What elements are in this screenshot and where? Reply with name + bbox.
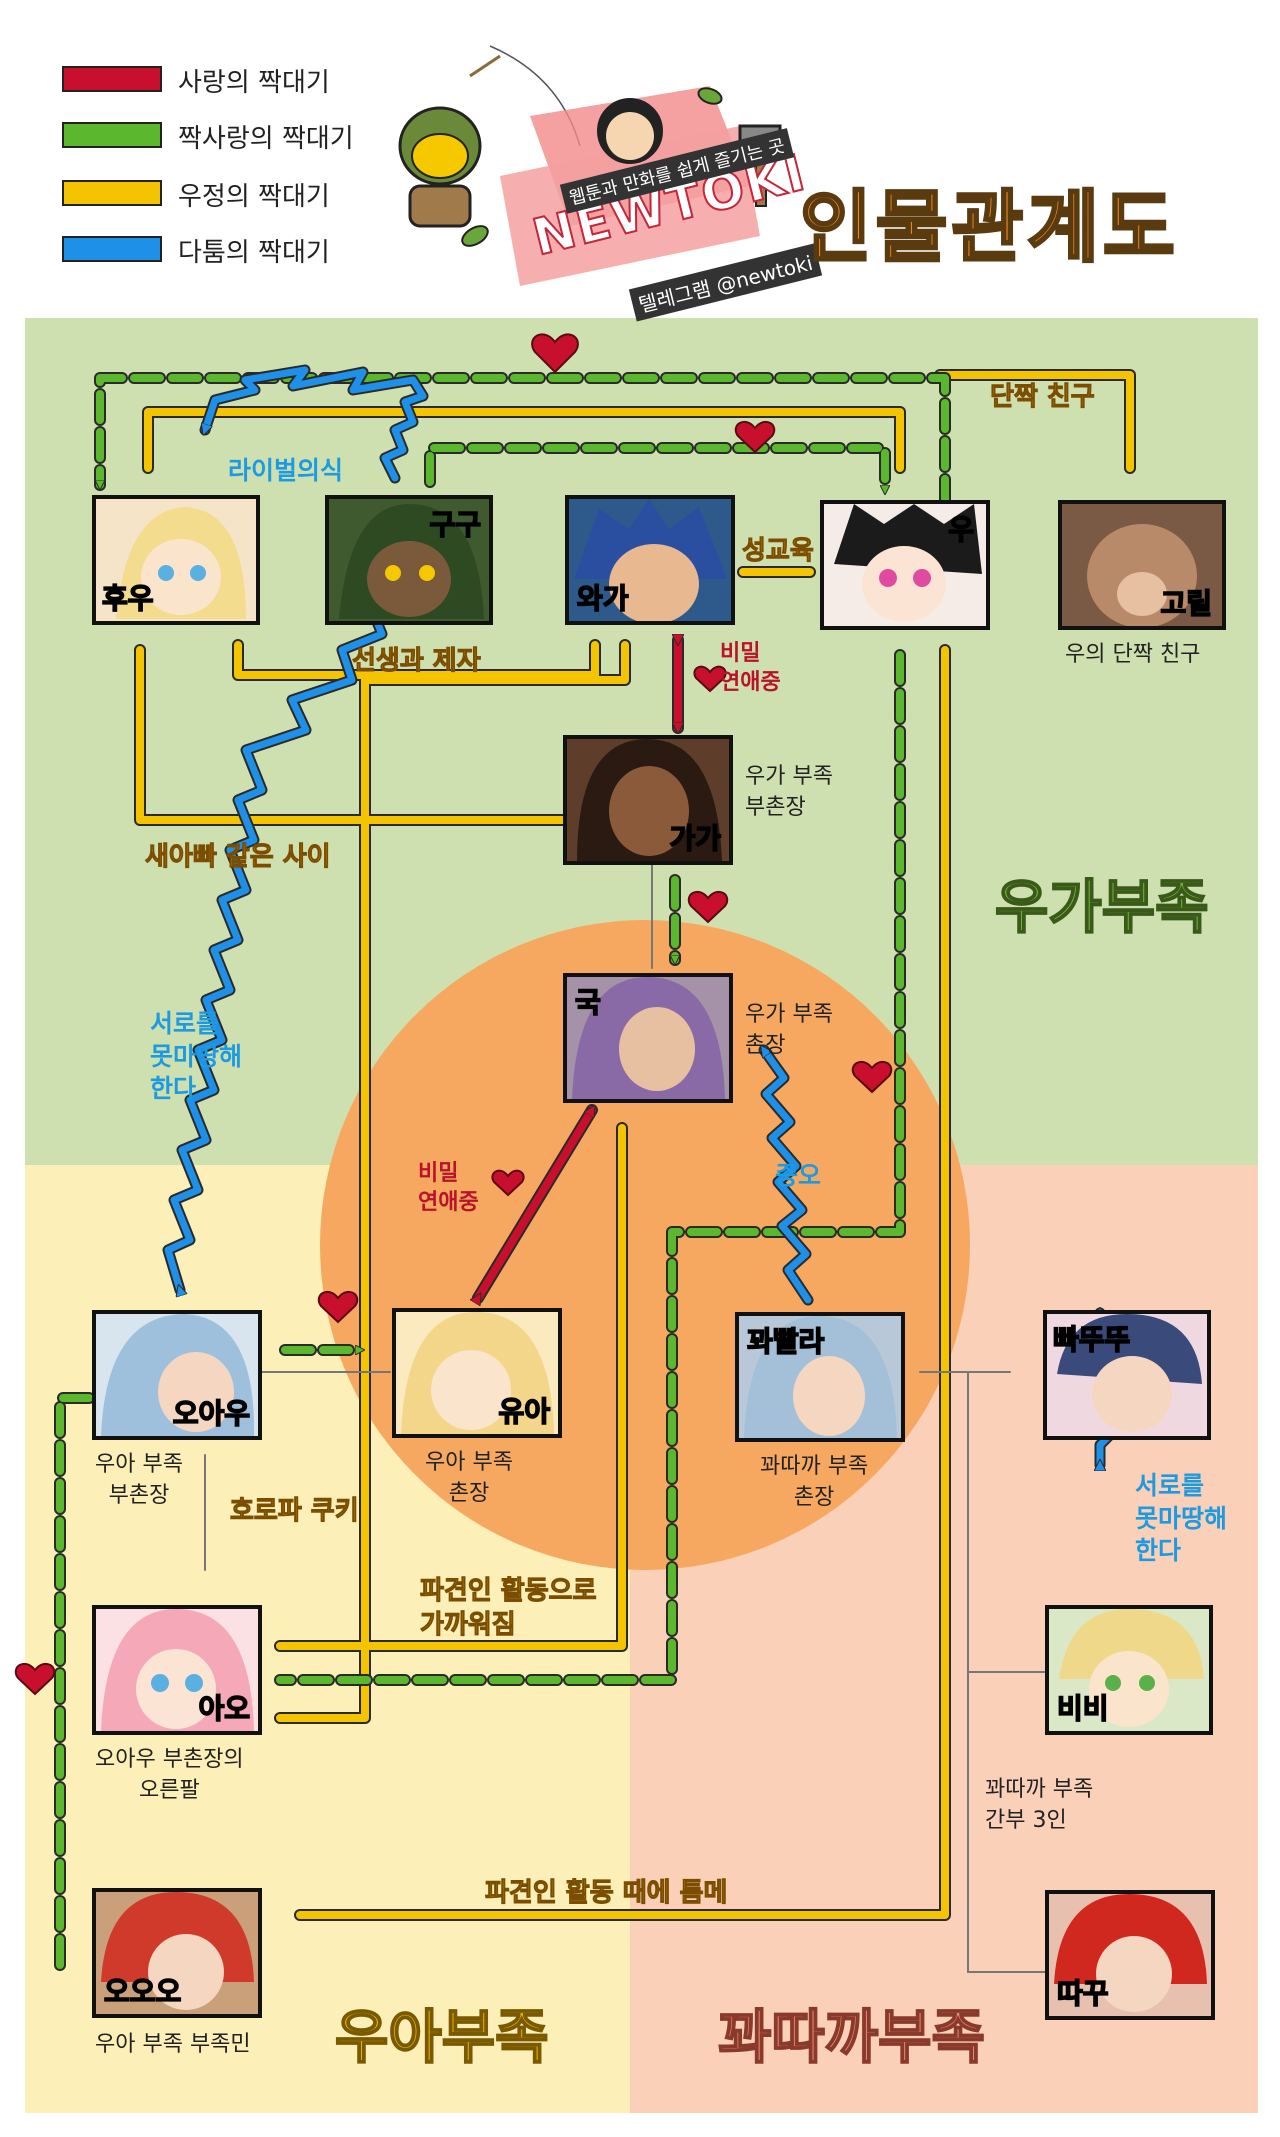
legend-label-unrequited: 짝사랑의 짝대기: [178, 124, 354, 154]
portrait-gugu: 구구: [325, 495, 493, 625]
legend-label-friendship: 우정의 짝대기: [178, 182, 330, 212]
label-mutual-dislike-1: 서로를 못마땅해 한다: [150, 1009, 243, 1103]
portrait-ooo: 오오오: [92, 1888, 262, 2018]
portrait-name: 오오오: [103, 1974, 182, 2009]
portrait-name: 아오: [198, 1691, 251, 1726]
portrait-bbattutu: 빠뚜뚜: [1043, 1310, 1211, 1440]
portrait-waga: 와가: [565, 495, 735, 625]
legend-label-fight: 다툼의 짝대기: [178, 238, 330, 268]
portrait-kkwabbalra: 꽈빨라: [735, 1312, 905, 1442]
label-danjjak: 단짝 친구: [990, 382, 1096, 413]
caption-guk: 우가 부족 촌장: [745, 1002, 833, 1058]
label-rival: 라이벌의식: [228, 456, 344, 485]
portrait-huu: 후우: [92, 495, 260, 625]
portrait-name: 오아우: [172, 1396, 251, 1431]
label-secret-love-1: 비밀 연애중: [720, 641, 781, 695]
portrait-name: 따꾸: [1056, 1976, 1109, 2011]
portrait-name: 유아: [498, 1394, 551, 1429]
label-secret-love-2: 비밀 연애중: [418, 1161, 479, 1215]
tribe-label-ua: 우아부족: [334, 2002, 549, 2072]
portrait-goril: 고릴: [1058, 500, 1226, 630]
portrait-ttakku: 따꾸: [1045, 1890, 1215, 2020]
portrait-name: 꽈빨라: [746, 1324, 825, 1359]
portrait-name: 후우: [101, 581, 154, 616]
heart-marks: [14, 333, 893, 1696]
legend-swatch-unrequited: [62, 122, 162, 148]
portrait-name: 우: [947, 512, 974, 547]
portrait-bibi: 비비: [1045, 1605, 1213, 1735]
portrait-guk: 국: [563, 973, 733, 1103]
caption-ao: 오아우 부촌장의 오른팔: [95, 1747, 244, 1803]
legend-swatch-fight: [62, 236, 162, 262]
caption-goril: 우의 단짝 친구: [1065, 642, 1201, 667]
portrait-name: 비비: [1056, 1691, 1109, 1726]
portrait-name: 가가: [669, 821, 722, 856]
legend-label-love: 사랑의 짝대기: [178, 68, 330, 98]
caption-ooo: 우아 부족 부족민: [95, 2032, 251, 2057]
caption-kkwabbalra: 꽈따까 부족 촌장: [760, 1454, 869, 1510]
newtoki-logo: NEWTOKI 웹툰과 만화를 쉽게 즐기는 곳 텔레그램 @newtoki: [380, 36, 822, 326]
portrait-name: 와가: [576, 581, 629, 616]
tribe-label-kkwa: 꽈따까부족: [717, 2002, 986, 2072]
tribe-label-uga: 우가부족: [994, 872, 1209, 942]
label-like-dad: 새아빠 같은 사이: [145, 842, 332, 873]
portrait-oau: 오아우: [92, 1310, 262, 1440]
page-title: 인물관계도: [799, 182, 1179, 275]
portrait-name: 빠뚜뚜: [1052, 1322, 1131, 1357]
portrait-ao: 아오: [92, 1605, 262, 1735]
label-teacher: 선생과 제자: [352, 646, 482, 677]
legend-swatch-friendship: [62, 180, 162, 206]
portrait-name: 구구: [429, 507, 482, 542]
portrait-name: 국: [574, 985, 601, 1020]
caption-oau: 우아 부족 부촌장: [95, 1452, 183, 1508]
label-envoy-meet: 파견인 활동 때에 틈메: [484, 1878, 728, 1909]
portrait-name: 고릴: [1160, 586, 1213, 621]
portrait-u: 우: [820, 500, 990, 630]
portrait-gaga: 가가: [563, 735, 733, 865]
caption-gaga: 우가 부족 부촌장: [745, 764, 833, 820]
portrait-yua: 유아: [392, 1308, 562, 1438]
caption-yua: 우아 부족 촌장: [425, 1450, 513, 1506]
label-mutual-dislike-2: 서로를 못마땅해 한다: [1135, 1471, 1228, 1565]
caption-affiliation-2: 꽈따까 부족 간부 3인: [985, 1777, 1094, 1833]
label-envoy-close: 파견인 활동으로 가까워짐: [420, 1576, 597, 1641]
label-sex-ed: 성교육: [742, 536, 815, 567]
label-horopa: 호로파 쿠키: [230, 1496, 360, 1527]
label-hatred: 증오: [775, 1161, 822, 1190]
legend-swatch-love: [62, 66, 162, 92]
